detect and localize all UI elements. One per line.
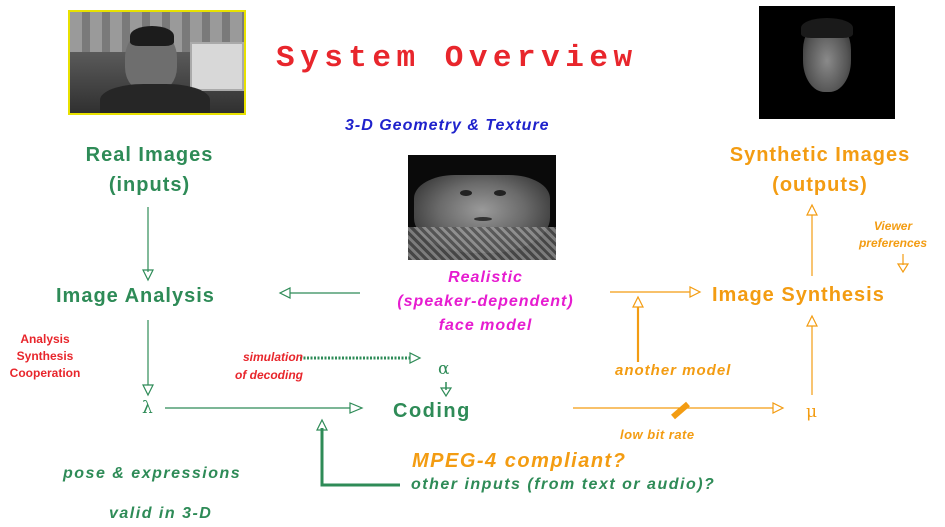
- face-model-line2: (speaker-dependent): [397, 293, 574, 310]
- face-model-line1: Realistic: [448, 269, 523, 286]
- arrowhead: [349, 402, 364, 414]
- simulation-line1: simulation: [242, 350, 303, 364]
- page-title: System Overview: [276, 41, 638, 76]
- another-model-label: another model: [615, 362, 732, 379]
- pose-expressions-label: pose & expressions: [63, 465, 242, 482]
- analysis-synthesis-line3: Cooperation: [9, 366, 81, 380]
- image-synthesis-label: Image Synthesis: [712, 284, 885, 306]
- arrowhead: [409, 352, 422, 364]
- arrow-other-inputs-to-coding: [320, 428, 400, 487]
- viewer-preferences-line1: Viewer: [873, 219, 913, 233]
- arrowhead: [632, 295, 644, 308]
- geometry-texture-label: 3-D Geometry & Texture: [345, 117, 550, 134]
- arrowhead: [439, 387, 453, 398]
- low-bit-rate-marker: [671, 401, 690, 420]
- arrowhead: [689, 286, 702, 298]
- arrowhead: [806, 203, 818, 216]
- arrowhead: [316, 418, 328, 431]
- analysis-synthesis-label: Analysis Synthesis Cooperation: [2, 331, 88, 382]
- mu-symbol: μ: [806, 402, 818, 422]
- analysis-synthesis-line1: Analysis: [20, 332, 70, 346]
- arrowhead: [772, 402, 785, 414]
- real-images-label: Real Images (inputs): [62, 140, 237, 200]
- simulation-line2: of decoding: [235, 368, 303, 382]
- real-images-line2: (inputs): [108, 174, 191, 196]
- other-inputs-label: other inputs (from text or audio)?: [411, 476, 716, 493]
- viewer-preferences-label: Viewer preferences: [848, 218, 938, 252]
- viewer-preferences-line2: preferences: [858, 236, 928, 250]
- analysis-synthesis-line2: Synthesis: [16, 349, 74, 363]
- arrowhead: [896, 263, 910, 274]
- arrowhead: [278, 287, 291, 299]
- arrowhead: [142, 269, 154, 282]
- face-model-line3: face model: [438, 317, 533, 334]
- texture-map-photo: [408, 155, 556, 260]
- synthetic-images-line1: Synthetic Images: [729, 144, 911, 166]
- arrowhead: [806, 314, 818, 327]
- low-bit-rate-label: low bit rate: [620, 427, 695, 442]
- real-images-line1: Real Images: [85, 144, 214, 166]
- face-model-label: Realistic (speaker-dependent) face model: [358, 266, 613, 338]
- alpha-symbol: α: [438, 359, 450, 379]
- synthetic-images-line2: (outputs): [772, 174, 868, 196]
- real-input-photo: [68, 10, 246, 115]
- valid-3d-label: valid in 3-D: [109, 505, 213, 522]
- synthetic-output-photo: [759, 6, 895, 119]
- mpeg-label: MPEG-4 compliant?: [412, 450, 627, 472]
- simulation-label: simulation of decoding: [188, 348, 303, 384]
- image-analysis-label: Image Analysis: [56, 285, 215, 307]
- synthetic-images-label: Synthetic Images (outputs): [700, 140, 940, 200]
- coding-label: Coding: [393, 400, 471, 422]
- arrowhead: [142, 384, 154, 397]
- lambda-symbol: λ: [142, 398, 153, 418]
